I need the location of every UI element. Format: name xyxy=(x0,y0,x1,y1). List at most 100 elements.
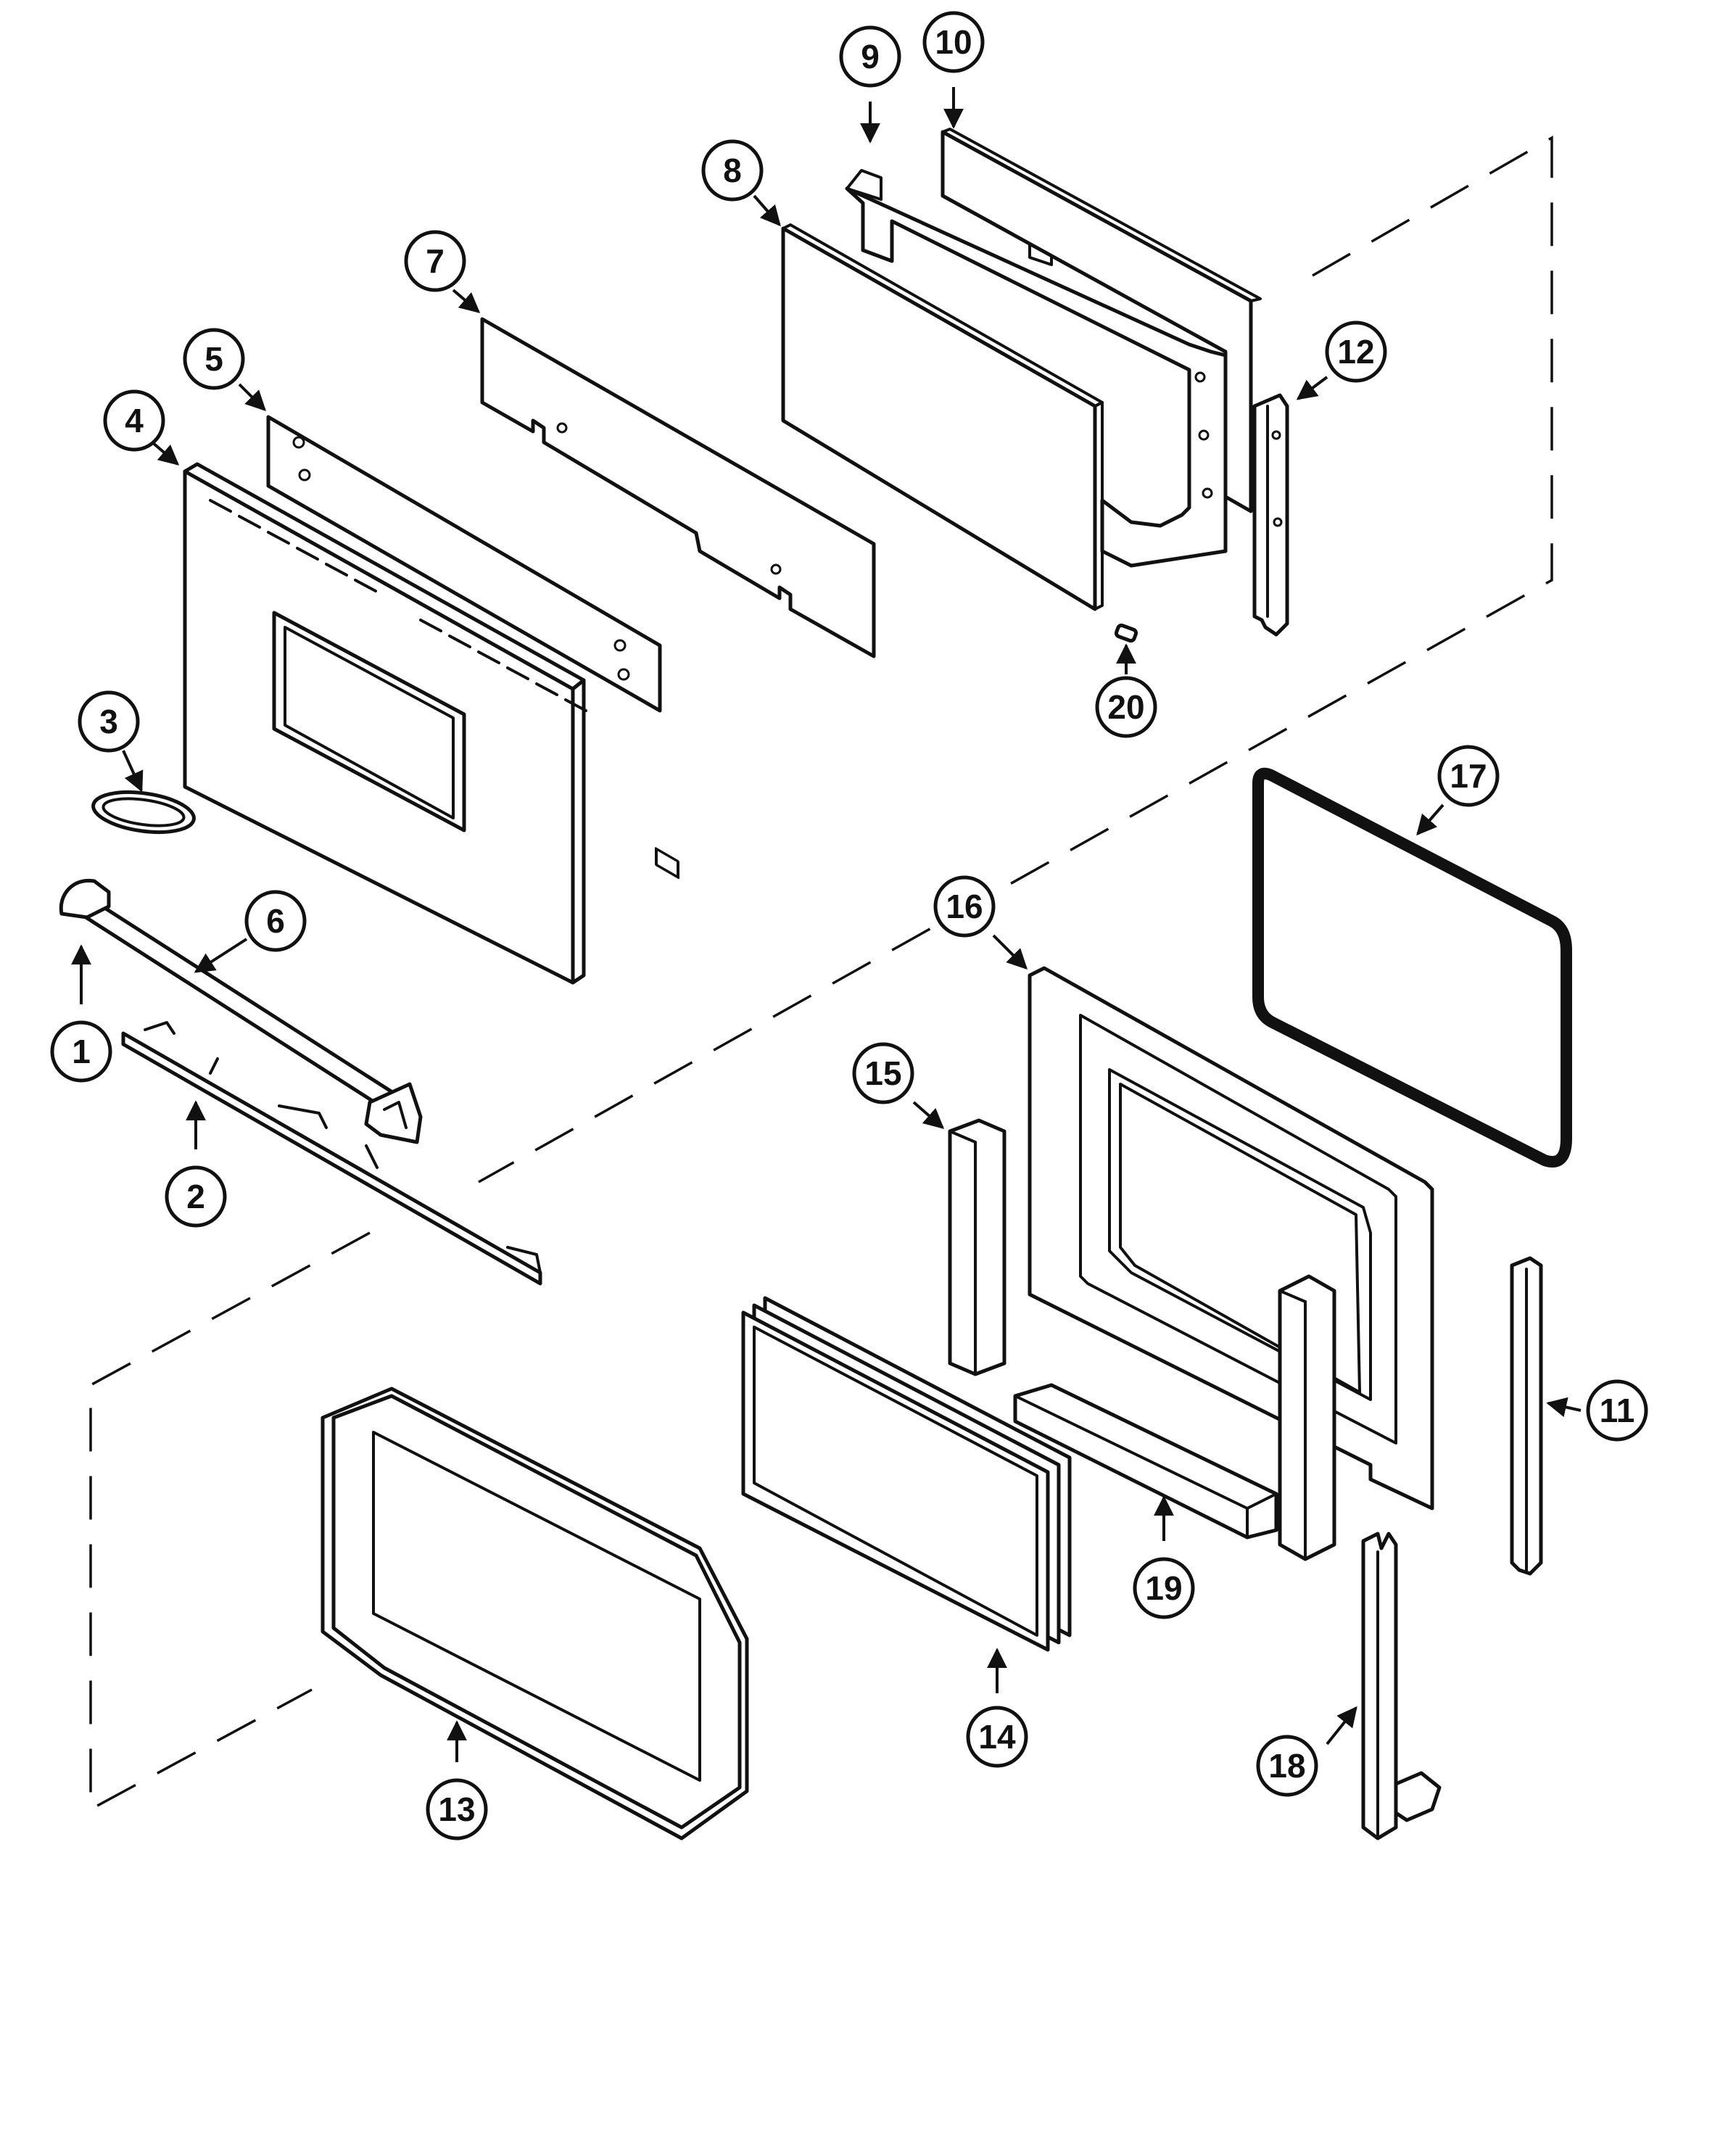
callout-number: 4 xyxy=(125,402,144,439)
leader-line-12 xyxy=(1296,376,1328,400)
leader-line-8 xyxy=(753,194,781,227)
callout-number: 20 xyxy=(1107,688,1144,726)
callout-number: 13 xyxy=(438,1790,475,1828)
part-glass-pack xyxy=(741,1296,1072,1652)
part-small-clip xyxy=(1114,623,1138,643)
callout-circle xyxy=(966,1706,1028,1768)
callout-number: 11 xyxy=(1600,1392,1635,1429)
callout-number: 14 xyxy=(978,1718,1016,1756)
part-outer-door-panel xyxy=(183,462,587,985)
part-hinge-bracket xyxy=(1252,393,1289,637)
callout-14: 14 xyxy=(966,1706,1028,1768)
part-back-glass xyxy=(941,128,1262,513)
callout-circle xyxy=(1256,1735,1318,1797)
callout-number: 8 xyxy=(723,152,742,189)
callout-12: 12 xyxy=(1325,321,1387,383)
part-bottom-insulation xyxy=(1013,1383,1278,1540)
callout-circle xyxy=(50,1020,112,1083)
callout-number: 18 xyxy=(1268,1747,1305,1785)
part-door-trim-strip xyxy=(266,415,662,713)
callout-10: 10 xyxy=(922,11,985,73)
callout-20: 20 xyxy=(1095,676,1157,738)
vent-slot xyxy=(354,579,377,592)
vent-slot xyxy=(419,619,442,632)
callout-number: 10 xyxy=(935,23,972,61)
callout-circle xyxy=(165,1165,227,1228)
callout-circle xyxy=(103,389,165,452)
callout-circle xyxy=(426,1778,488,1840)
callout-19: 19 xyxy=(1133,1557,1195,1619)
callout-number: 9 xyxy=(861,38,880,75)
part-glass-frame xyxy=(845,169,1228,568)
callout-16: 16 xyxy=(933,875,996,938)
callout-6: 6 xyxy=(244,890,307,952)
callout-number: 16 xyxy=(946,888,983,925)
callout-circle xyxy=(701,139,764,202)
callout-4: 4 xyxy=(103,389,165,452)
vent-slot xyxy=(448,635,471,648)
vent-slot xyxy=(535,682,558,696)
callout-number: 3 xyxy=(99,703,118,740)
leader-line-5 xyxy=(238,383,266,411)
callout-1: 1 xyxy=(50,1020,112,1083)
part-outer-glass-frame xyxy=(321,1387,749,1840)
callout-7: 7 xyxy=(404,230,466,292)
vent-slot xyxy=(238,515,261,529)
leader-line-3 xyxy=(122,750,144,793)
part-glass-panel xyxy=(781,223,1104,611)
part-door-handle xyxy=(59,878,423,1144)
callout-circle xyxy=(404,230,466,292)
leader-line-18 xyxy=(1326,1706,1357,1745)
callout-8: 8 xyxy=(701,139,764,202)
callout-2: 2 xyxy=(165,1165,227,1228)
callout-number: 1 xyxy=(72,1033,91,1070)
vent-slot xyxy=(325,563,348,577)
vent-slot xyxy=(477,650,500,664)
callout-number: 6 xyxy=(266,902,285,940)
vent-slot xyxy=(267,531,290,545)
part-shield-panel xyxy=(480,317,876,880)
callout-circle xyxy=(78,690,140,753)
callout-17: 17 xyxy=(1437,745,1500,807)
callout-number: 5 xyxy=(204,340,223,378)
callout-leaders xyxy=(71,87,1582,1762)
vent-slot xyxy=(296,547,319,561)
leader-line-7 xyxy=(452,289,481,313)
callout-circle xyxy=(183,328,245,390)
callout-number: 15 xyxy=(864,1054,901,1092)
callout-number: 19 xyxy=(1145,1569,1182,1607)
callout-circle xyxy=(922,11,985,73)
callout-circle xyxy=(244,890,307,952)
callout-number: 2 xyxy=(186,1178,205,1215)
leader-line-17 xyxy=(1416,803,1444,836)
callout-9: 9 xyxy=(839,25,901,88)
leader-line-16 xyxy=(992,934,1028,970)
part-insulation-block xyxy=(948,1118,1007,1376)
callout-15: 15 xyxy=(852,1042,914,1104)
callout-5: 5 xyxy=(183,328,245,390)
callout-circle xyxy=(1095,676,1157,738)
callout-18: 18 xyxy=(1256,1735,1318,1797)
callout-3: 3 xyxy=(78,690,140,753)
part-side-insulation xyxy=(1278,1274,1336,1561)
leader-line-11 xyxy=(1546,1397,1582,1418)
callout-circle xyxy=(1437,745,1500,807)
vent-slot xyxy=(506,666,529,680)
part-door-side-trim xyxy=(1510,1256,1543,1576)
callout-circle xyxy=(1586,1379,1648,1442)
callout-number: 7 xyxy=(426,242,445,280)
callout-11: 11 xyxy=(1586,1379,1648,1442)
callout-circle xyxy=(839,25,901,88)
callout-number: 12 xyxy=(1337,333,1374,371)
part-badge xyxy=(91,790,196,835)
part-door-gasket xyxy=(1252,767,1572,1168)
vent-slot xyxy=(564,698,587,712)
callout-number: 17 xyxy=(1450,757,1487,795)
leader-line-15 xyxy=(912,1101,945,1129)
callout-circle xyxy=(852,1042,914,1104)
callout-circle xyxy=(1133,1557,1195,1619)
leader-line-4 xyxy=(151,441,180,466)
callout-circle xyxy=(1325,321,1387,383)
